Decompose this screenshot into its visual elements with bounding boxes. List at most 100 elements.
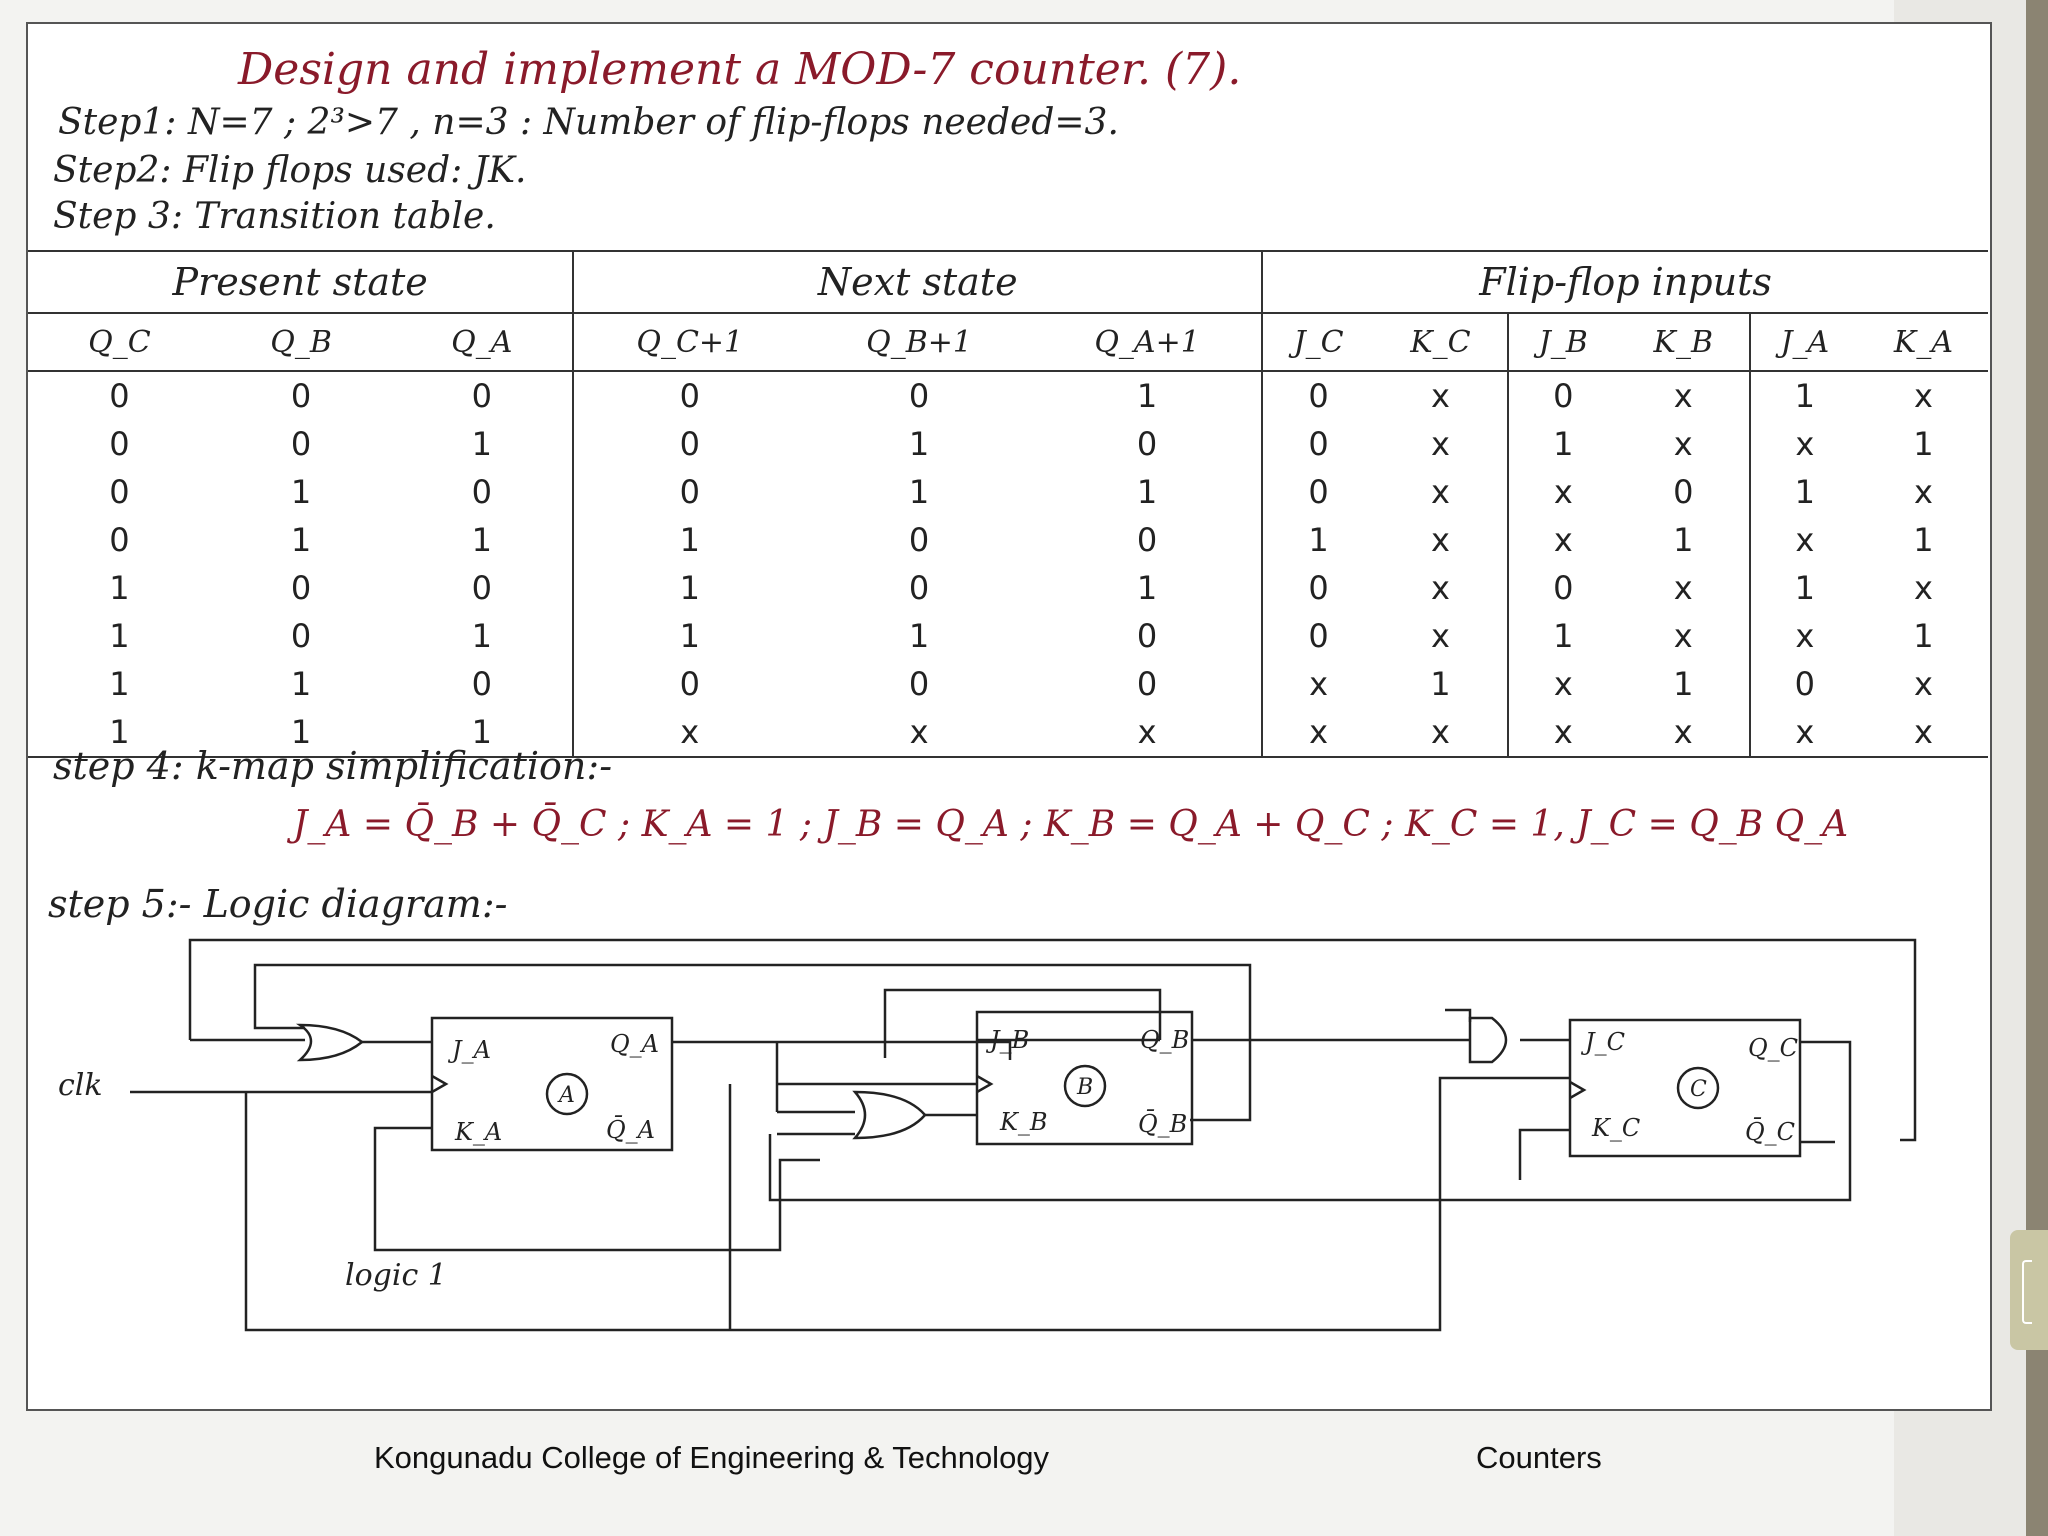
table-cell: x bbox=[1748, 708, 1859, 758]
ff-c-qbar-label: Q̄_C bbox=[1745, 1118, 1795, 1146]
table-cell: x bbox=[1673, 377, 1693, 415]
col-kb: K_B bbox=[1617, 313, 1750, 372]
table-cell: x bbox=[1617, 708, 1750, 758]
table-cell: 0 bbox=[1136, 425, 1158, 463]
col-qc-next: Q_C+1 bbox=[572, 313, 806, 372]
table-cell: 1 bbox=[290, 665, 312, 703]
table-cell: 1 bbox=[572, 516, 806, 564]
clk-label: clk bbox=[58, 1068, 103, 1103]
table-cell: 0 bbox=[471, 473, 492, 511]
table-cell: 0 bbox=[109, 425, 130, 463]
table-cell: 1 bbox=[290, 473, 312, 511]
page-title: Design and implement a MOD-7 counter. (7… bbox=[238, 44, 1242, 95]
table-cell: x bbox=[1506, 660, 1618, 708]
table-cell: 1 bbox=[1673, 665, 1694, 703]
ff-c-q-label: Q_C bbox=[1748, 1034, 1798, 1062]
table-cell: 0 bbox=[1136, 521, 1158, 559]
table-cell: x bbox=[1673, 569, 1693, 607]
table-cell: x bbox=[1261, 708, 1374, 758]
table-cell: 0 bbox=[109, 521, 130, 559]
step-4-text: step 4: k-map simplification:- bbox=[53, 744, 613, 788]
table-cell: 0 bbox=[290, 425, 312, 463]
col-ja: J_A bbox=[1748, 313, 1859, 372]
table-cell: 1 bbox=[1748, 468, 1859, 516]
table-cell: 1 bbox=[908, 425, 930, 463]
table-cell: x bbox=[1430, 377, 1450, 415]
table-cell: x bbox=[1913, 569, 1933, 607]
ff-a-qbar-label: Q̄_A bbox=[606, 1116, 655, 1144]
ff-b-k-label: K_B bbox=[999, 1108, 1048, 1136]
table-cell: 1 bbox=[1136, 569, 1158, 607]
table-cell: x bbox=[1913, 377, 1933, 415]
table-cell: 1 bbox=[1136, 473, 1158, 511]
table-cell: 0 bbox=[1748, 660, 1859, 708]
ff-a-q-label: Q_A bbox=[610, 1030, 659, 1058]
table-cell: 1 bbox=[391, 708, 574, 758]
col-qb: Q_B bbox=[210, 313, 392, 372]
transition-table: Present state Next state Flip-flop input… bbox=[28, 250, 1988, 758]
table-cell: 0 bbox=[572, 660, 806, 708]
header-flipflop-inputs: Flip-flop inputs bbox=[1261, 250, 1988, 314]
table-cell: 1 bbox=[471, 521, 492, 559]
table-cell: x bbox=[1748, 420, 1859, 468]
flipflop-a-box bbox=[430, 1016, 674, 1152]
table-cell: x bbox=[1506, 708, 1618, 758]
table-cell: x bbox=[1673, 617, 1693, 655]
table-cell: x bbox=[1430, 569, 1450, 607]
footer-topic: Counters bbox=[1476, 1440, 1602, 1475]
ff-b-j-label: J_B bbox=[985, 1026, 1029, 1054]
ff-c-j-label: J_C bbox=[1580, 1028, 1625, 1056]
ff-c-k-label: K_C bbox=[1591, 1114, 1640, 1142]
table-cell: 1 bbox=[210, 708, 392, 758]
table-cell: 1 bbox=[1913, 521, 1934, 559]
table-cell: 1 bbox=[1261, 516, 1374, 564]
step-5-text: step 5:- Logic diagram:- bbox=[48, 882, 508, 926]
table-cell: x bbox=[1748, 612, 1859, 660]
table-cell: 1 bbox=[109, 569, 130, 607]
table-cell: 0 bbox=[1506, 371, 1618, 420]
table-cell: x bbox=[1430, 617, 1450, 655]
logic1-label: logic 1 bbox=[345, 1258, 447, 1293]
kmap-equations: J_A = Q̄_B + Q̄_C ; K_A = 1 ; J_B = Q_A … bbox=[293, 804, 1849, 845]
header-next-state: Next state bbox=[572, 250, 1263, 314]
slide-nav-tab[interactable] bbox=[2010, 1230, 2048, 1350]
table-cell: x bbox=[572, 708, 806, 758]
table-cell: 0 bbox=[1261, 564, 1374, 612]
ff-b-name: B bbox=[1076, 1075, 1093, 1100]
table-cell: 0 bbox=[572, 420, 806, 468]
table-cell: 0 bbox=[471, 665, 492, 703]
table-cell: 0 bbox=[290, 569, 312, 607]
table-cell: 0 bbox=[109, 473, 130, 511]
col-qc: Q_C bbox=[28, 313, 211, 372]
flipflop-b-box bbox=[975, 1010, 1194, 1146]
step-1-text: Step1: N=7 ; 2³>7 , n=3 : Number of flip… bbox=[58, 102, 1119, 143]
table-cell: x bbox=[1430, 521, 1450, 559]
table-cell: 0 bbox=[290, 377, 312, 415]
table-cell: 1 bbox=[1913, 425, 1934, 463]
table-cell: 0 bbox=[290, 617, 312, 655]
ff-c-name: C bbox=[1690, 1077, 1707, 1102]
table-cell: 0 bbox=[471, 569, 492, 607]
table-cell: x bbox=[1430, 473, 1450, 511]
table-cell: x bbox=[1913, 665, 1933, 703]
col-jb: J_B bbox=[1506, 313, 1618, 372]
step-3-text: Step 3: Transition table. bbox=[53, 196, 496, 237]
table-cell: 1 bbox=[1136, 377, 1158, 415]
table-cell: 0 bbox=[1673, 473, 1694, 511]
col-kc: K_C bbox=[1374, 313, 1508, 372]
table-cell: x bbox=[1374, 708, 1508, 758]
flipflop-c-box bbox=[1568, 1018, 1802, 1158]
table-cell: x bbox=[1033, 708, 1263, 758]
table-cell: 1 bbox=[1913, 617, 1934, 655]
table-cell: 0 bbox=[908, 569, 930, 607]
table-cell: x bbox=[1913, 473, 1933, 511]
table-cell: 0 bbox=[1506, 564, 1618, 612]
table-cell: 1 bbox=[908, 617, 930, 655]
table-cell: 1 bbox=[1748, 564, 1859, 612]
